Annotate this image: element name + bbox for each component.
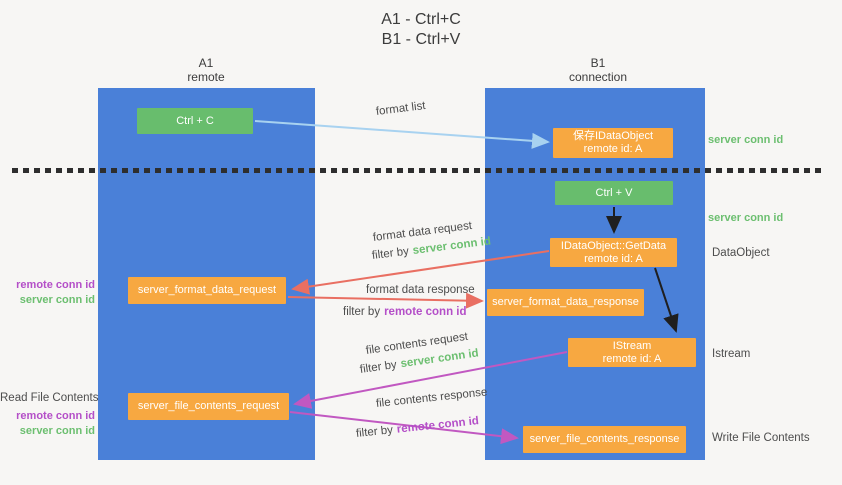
read-file-contents-text: Read File Contents [0, 392, 99, 404]
annotation-server-conn-id-top: server conn id [708, 133, 783, 148]
annotation-text: server conn id [708, 212, 784, 224]
node-ctrl-c-label: Ctrl + C [176, 114, 214, 127]
right-column-subtitle: connection [568, 70, 628, 84]
server-conn-id-text: server conn id [412, 235, 492, 257]
node-server-format-data-request-label: server_format_data_request [137, 284, 277, 296]
title-line-2: B1 - Ctrl+V [381, 31, 461, 48]
annotation-text: Write File Contents [712, 432, 810, 444]
node-ctrl-c: Ctrl + C [137, 108, 253, 134]
remote-conn-id-text: remote conn id [16, 410, 95, 422]
annotation-istream: Istream [712, 347, 750, 362]
node-idataobject-getdata-line2: remote id: A [584, 252, 643, 265]
node-save-idataobject: 保存IDataObject remote id: A [553, 128, 673, 158]
node-istream-line1: IStream [612, 339, 652, 352]
annotation-server-conn-id-mid: server conn id [708, 211, 783, 226]
remote-conn-id-text: remote conn id [396, 415, 480, 436]
server-conn-id-text: server conn id [399, 347, 480, 371]
server-conn-id-text: server conn id [19, 294, 95, 306]
remote-conn-id-text: remote conn id [384, 306, 467, 318]
edge-label-file-contents-response-text: file contents response [375, 386, 488, 410]
arrow-format-data-response [287, 292, 484, 309]
remote-conn-id-text: remote conn id [16, 279, 95, 291]
node-idataobject-getdata: IDataObject::GetData remote id: A [550, 238, 677, 267]
node-server-file-contents-response: server_file_contents_response [523, 426, 686, 453]
server-conn-id-text: server conn id [19, 425, 95, 437]
annotation-text: Istream [712, 348, 751, 360]
annotation-text: server conn id [708, 134, 784, 146]
node-server-format-data-response: server_format_data_response [487, 289, 644, 316]
edge-label-file-contents-response: file contents response [375, 386, 488, 410]
filter-by-text: filter by [343, 306, 381, 318]
left-column-header: A1 remote [156, 56, 256, 84]
dotted-separator-line [12, 168, 823, 173]
right-column-name: B1 [590, 56, 606, 70]
node-ctrl-v: Ctrl + V [555, 181, 673, 205]
annotation-read-file-contents-block: Read File Contents remote conn id server… [0, 391, 99, 439]
annotation-left-conn-ids-top: remote conn id server conn id [0, 278, 95, 308]
node-istream: IStream remote id: A [568, 338, 696, 367]
annotation-text: DataObject [712, 247, 770, 259]
annotation-write-file-contents: Write File Contents [712, 431, 810, 446]
node-server-file-contents-request-label: server_file_contents_request [137, 400, 280, 412]
edge-label-format-list-text: format list [375, 99, 427, 118]
title-line-1: A1 - Ctrl+C [381, 11, 461, 28]
node-server-file-contents-response-label: server_file_contents_response [529, 433, 680, 445]
node-istream-line2: remote id: A [602, 352, 662, 365]
edge-label-format-list: format list [375, 100, 426, 118]
node-server-format-data-request: server_format_data_request [128, 277, 286, 304]
node-ctrl-v-label: Ctrl + V [595, 186, 633, 199]
left-column-subtitle: remote [187, 70, 225, 84]
filter-by-text: filter by [359, 358, 398, 376]
filter-by-text: filter by [371, 245, 410, 262]
edge-label-format-data-response-text: format data response [366, 284, 475, 296]
node-server-format-data-response-label: server_format_data_response [492, 296, 639, 308]
node-save-idataobject-line1: 保存IDataObject [572, 130, 654, 142]
node-save-idataobject-line2: remote id: A [583, 143, 643, 155]
diagram-title: A1 - Ctrl+C B1 - Ctrl+V [0, 10, 842, 50]
filter-by-text: filter by [355, 424, 394, 440]
node-idataobject-getdata-line1: IDataObject::GetData [560, 239, 667, 252]
node-server-file-contents-request: server_file_contents_request [128, 393, 289, 420]
edge-label-format-data-response: format data response [366, 284, 475, 296]
annotation-dataobject: DataObject [712, 246, 770, 261]
left-column-name: A1 [198, 56, 214, 70]
right-column-header: B1 connection [548, 56, 648, 84]
